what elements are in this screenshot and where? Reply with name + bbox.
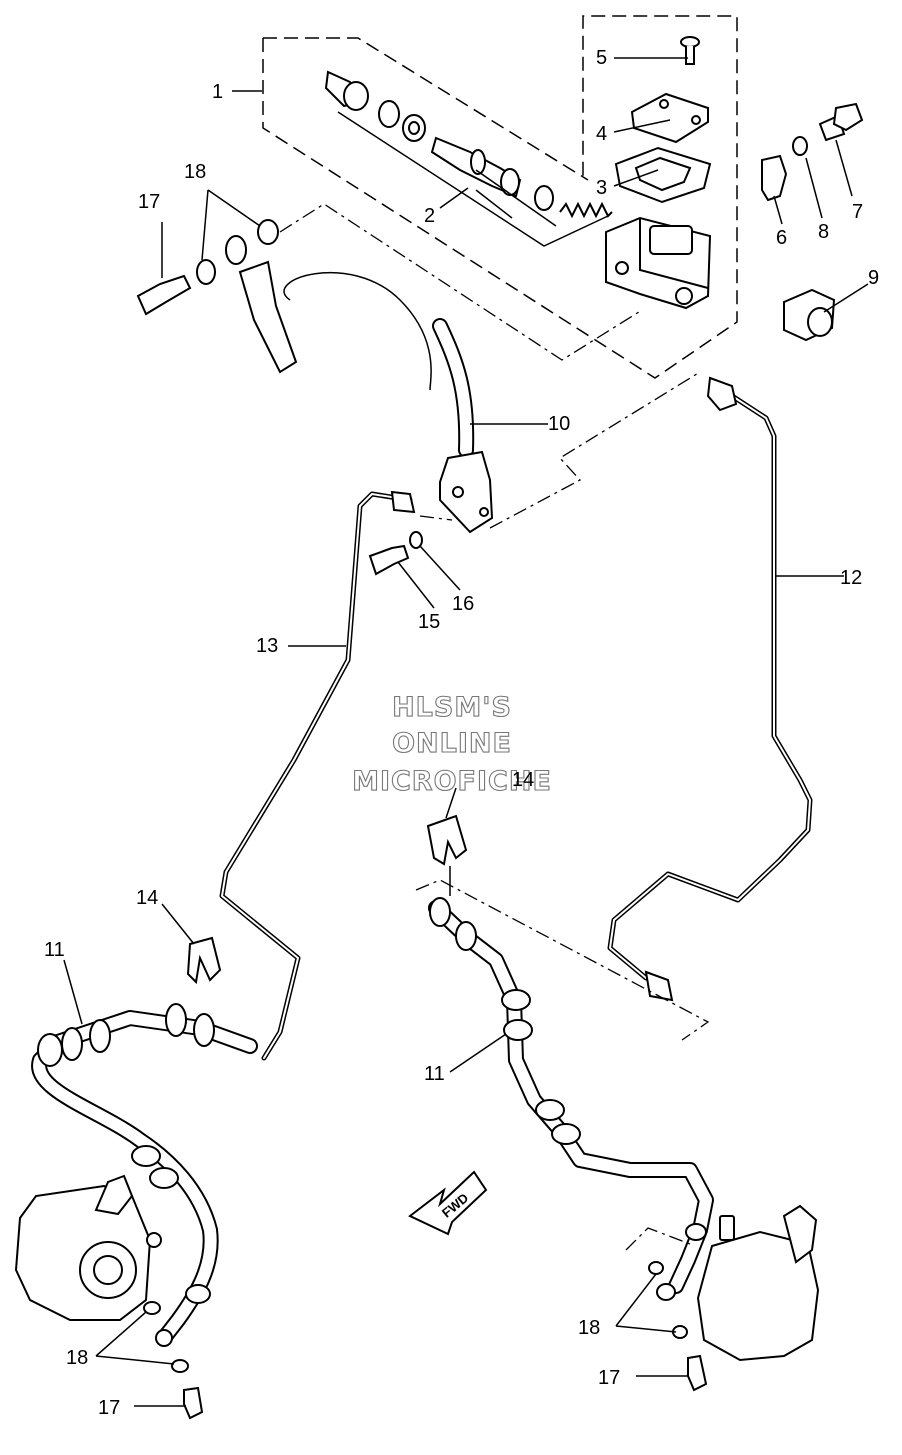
callout-7: 7 bbox=[852, 201, 863, 223]
hose-clip-right bbox=[426, 814, 468, 896]
callout-3: 3 bbox=[596, 177, 607, 199]
hose-clip-left bbox=[186, 936, 222, 985]
callout-9: 9 bbox=[868, 267, 879, 289]
watermark-line-2: ONLINE bbox=[392, 728, 512, 759]
brake-pipe-12 bbox=[607, 376, 813, 1002]
callout-11-front-left: 11 bbox=[44, 939, 65, 961]
fwd-direction-arrow: FWD bbox=[408, 1170, 488, 1236]
watermark-line-1: HLSM'S bbox=[392, 692, 512, 723]
callout-18-top: 18 bbox=[184, 161, 206, 183]
master-cylinder-assembly bbox=[324, 36, 864, 342]
callout-15: 15 bbox=[418, 611, 440, 633]
callout-14-right: 14 bbox=[512, 769, 534, 791]
callout-14-left: 14 bbox=[136, 887, 158, 909]
callout-11-front-right: 11 bbox=[424, 1063, 445, 1085]
callout-4: 4 bbox=[596, 123, 607, 145]
callout-labels: 1 2 3 4 5 6 7 8 9 10 11 11 12 13 14 14 1… bbox=[44, 47, 879, 1419]
callout-18-bottom-right: 18 bbox=[578, 1317, 600, 1339]
callout-8: 8 bbox=[818, 221, 829, 243]
upper-brake-hose bbox=[136, 203, 643, 374]
callout-13: 13 bbox=[256, 635, 278, 657]
callout-leaders bbox=[63, 57, 869, 1407]
routing-line-13 bbox=[419, 515, 453, 521]
callout-12: 12 bbox=[840, 567, 862, 589]
routing-line-12 bbox=[489, 371, 701, 529]
watermark: HLSM'S ONLINE MICROFICHE bbox=[352, 691, 552, 797]
reservoir-hose bbox=[283, 271, 494, 534]
callout-1: 1 bbox=[212, 81, 223, 103]
callout-17-bottom-left: 17 bbox=[98, 1397, 120, 1419]
callout-18-bottom-left: 18 bbox=[66, 1347, 88, 1369]
front-left-brake-hose bbox=[31, 1003, 258, 1347]
routing-line-right-hose bbox=[415, 879, 710, 1041]
callout-17-bottom-right: 17 bbox=[598, 1367, 620, 1389]
union-bolt-and-washer bbox=[368, 531, 423, 576]
watermark-line-3: MICROFICHE bbox=[352, 766, 552, 797]
left-brake-caliper bbox=[14, 1174, 204, 1420]
callout-2: 2 bbox=[424, 205, 435, 227]
callout-10: 10 bbox=[548, 413, 570, 435]
assembly-1-outline bbox=[262, 15, 738, 379]
callout-17-top: 17 bbox=[138, 191, 160, 213]
front-right-brake-hose bbox=[428, 897, 714, 1294]
brake-pipe-13 bbox=[219, 490, 416, 1061]
right-brake-caliper bbox=[625, 1204, 820, 1392]
callout-5: 5 bbox=[596, 47, 607, 69]
callout-16: 16 bbox=[452, 593, 474, 615]
callout-6: 6 bbox=[776, 227, 787, 249]
